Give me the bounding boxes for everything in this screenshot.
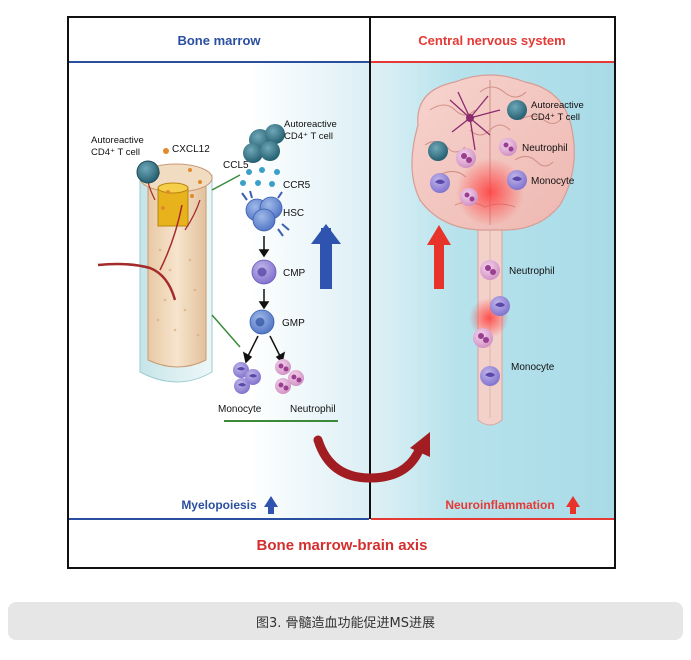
brain-monocytes xyxy=(430,170,527,193)
gmp-label: GMP xyxy=(282,318,305,329)
monocyte-label-left: Monocyte xyxy=(218,404,262,415)
bone-autoreactive-label-1: Autoreactive xyxy=(91,135,144,146)
cord-neutrophil-label: Neutrophil xyxy=(509,266,555,277)
neuroinflammation-up-arrow-head xyxy=(566,496,580,507)
brain-t-cell-top xyxy=(507,100,527,120)
red-up-arrow-head xyxy=(427,225,451,245)
brain-monocyte-label: Monocyte xyxy=(531,176,575,187)
ccl5-dots xyxy=(240,167,280,187)
bone-autoreactive-label-2: CD4⁺ T cell xyxy=(91,147,140,158)
monocyte-group xyxy=(233,362,261,394)
myelopoiesis-up-arrow-shaft xyxy=(268,505,274,514)
brain-t-cell-left xyxy=(428,141,448,161)
brain-neutrophil-label: Neutrophil xyxy=(522,143,568,154)
bone-t-cell xyxy=(136,160,160,184)
top-autoreactive-label-2: CD4⁺ T cell xyxy=(284,131,333,142)
ccl5-label: CCL5 xyxy=(223,160,249,171)
neutrophil-label-left: Neutrophil xyxy=(290,404,336,415)
brain-neutrophils xyxy=(456,138,517,206)
brain-autoreactive-label-1: Autoreactive xyxy=(531,100,584,111)
green-connector-bottom xyxy=(211,314,241,348)
blue-up-arrow-head xyxy=(311,224,341,244)
myelopoiesis-up-arrow-head xyxy=(264,496,278,507)
bone-illustration xyxy=(97,163,213,383)
green-connector-top xyxy=(211,174,241,191)
cns-title: Central nervous system xyxy=(418,33,565,48)
neuroinflammation-up-arrow-shaft xyxy=(570,505,576,514)
axis-title: Bone marrow-brain axis xyxy=(257,537,428,554)
curved-arrow-head xyxy=(410,432,430,457)
hsc-cells xyxy=(241,190,290,237)
cord-monocyte-label: Monocyte xyxy=(511,362,555,373)
hsc-label: HSC xyxy=(283,208,304,219)
cross-panel-curved-arrow xyxy=(313,435,425,483)
t-cell-cluster xyxy=(243,124,285,163)
figure-caption: 图3. 骨髓造血功能促进MS进展 xyxy=(8,602,683,640)
brain-autoreactive-label-2: CD4⁺ T cell xyxy=(531,112,580,123)
top-autoreactive-label-1: Autoreactive xyxy=(284,119,337,130)
ccr5-label: CCR5 xyxy=(283,180,311,191)
red-up-arrow-shaft xyxy=(434,243,444,289)
neutrophil-group xyxy=(275,359,304,394)
neuroinflammation-label: Neuroinflammation xyxy=(445,498,554,512)
bone-marrow-brain-axis-diagram: Bone marrow Central nervous system Bone … xyxy=(67,16,616,569)
bone-marrow-title: Bone marrow xyxy=(177,33,261,48)
cxcl12-dot xyxy=(163,148,169,154)
cxcl12-label: CXCL12 xyxy=(172,144,210,155)
myelopoiesis-label: Myelopoiesis xyxy=(181,498,257,512)
cmp-label: CMP xyxy=(283,268,306,279)
